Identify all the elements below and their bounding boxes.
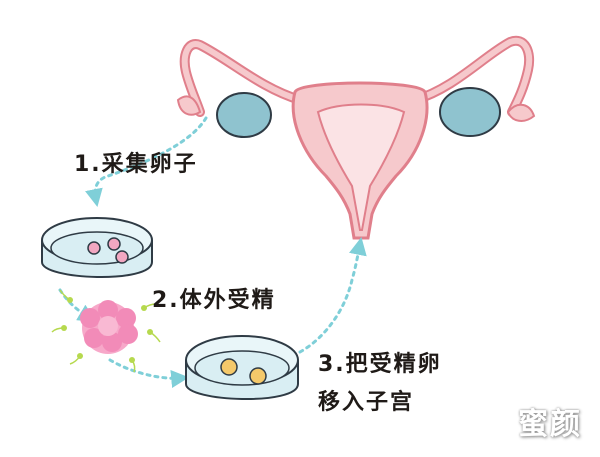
egg-icon — [87, 237, 129, 264]
sperm-icon — [51, 289, 161, 373]
fertilized-egg-icon — [220, 358, 267, 385]
step-3-label-line-1: 3.把受精卵 — [318, 352, 442, 377]
step-2-label: 2.体外受精 — [152, 288, 276, 313]
ovary-icon — [216, 87, 501, 138]
step-3-label-line-2: 移入子宫 — [318, 390, 415, 415]
uterus-icon — [176, 35, 536, 240]
petri-dish-icon — [185, 335, 299, 401]
embryo-cluster-icon — [80, 300, 138, 354]
step-1-label: 1.采集卵子 — [74, 152, 198, 177]
watermark: 蜜颜 — [518, 407, 582, 442]
